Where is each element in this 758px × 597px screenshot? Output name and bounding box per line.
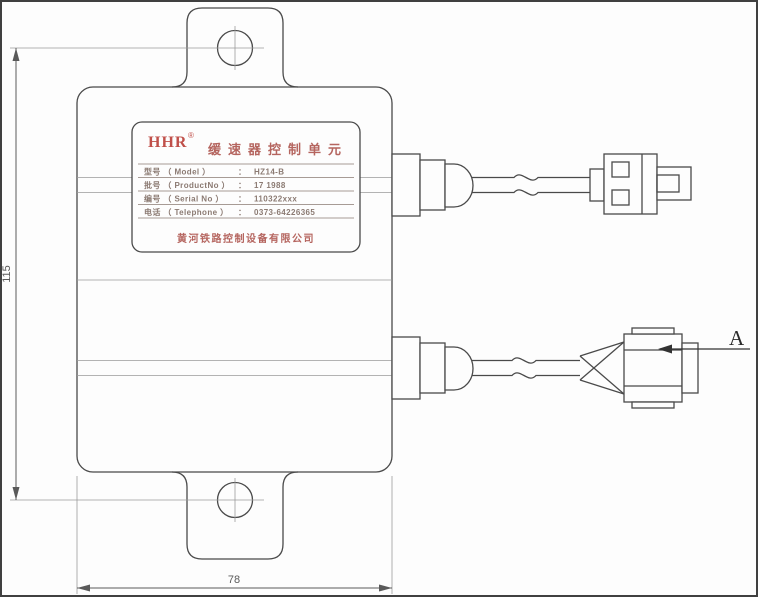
dimension-arrow-right xyxy=(379,584,392,592)
wire-bottom-upper xyxy=(472,357,580,364)
row-label: 编号 （ Serial No ） xyxy=(144,194,224,204)
dimension-width: 78 xyxy=(76,476,393,594)
cable-gland-top xyxy=(391,153,421,217)
row-value: 110322xxx xyxy=(254,195,297,204)
nameplate-row-serial: 编号 （ Serial No ） ： 110322xxx xyxy=(144,194,297,204)
mounting-tab-top xyxy=(10,7,299,88)
connector-bottom-flange-bottom xyxy=(631,401,675,409)
mounting-tab-bottom-outline xyxy=(171,471,299,560)
cable-gland-collar-bottom xyxy=(419,342,446,394)
nameplate-border xyxy=(131,121,361,253)
row-colon: ： xyxy=(238,168,246,177)
view-arrow-head xyxy=(658,344,672,354)
cable-boot-top xyxy=(444,163,474,208)
connector-top-pin-2 xyxy=(611,189,630,206)
row-label: 型号 （ Model ） xyxy=(144,167,211,177)
cable-gland-bottom xyxy=(391,336,421,400)
strain-relief-line xyxy=(579,355,625,395)
nameplate-table-lines xyxy=(138,163,354,219)
strain-relief-line xyxy=(579,341,625,357)
dimension-width-value: 78 xyxy=(228,574,240,586)
row-value: 17 1988 xyxy=(254,181,286,190)
strain-relief-line xyxy=(579,341,625,381)
connector-bottom-cap xyxy=(681,342,699,394)
cable-boot-bottom xyxy=(444,346,474,391)
connector-top-tab xyxy=(656,166,692,201)
nameplate-title: 缓速器控制单元 xyxy=(208,142,348,157)
dimension-height: 115 xyxy=(2,48,20,500)
nameplate: HHR ® 缓速器控制单元 型号 （ Model ） ： HZ14-B 批号 （… xyxy=(131,121,361,253)
row-value: HZ14-B xyxy=(254,168,284,177)
row-value: 0373-64226365 xyxy=(254,208,315,217)
view-label-a: A xyxy=(729,326,745,350)
mounting-tab-bottom xyxy=(10,471,299,560)
cable-assembly-top xyxy=(391,153,692,217)
connector-top-collar xyxy=(589,168,605,202)
nameplate-row-model: 型号 （ Model ） ： HZ14-B xyxy=(144,167,284,177)
dimension-arrow-up xyxy=(12,48,20,61)
connector-bottom-flange-top xyxy=(631,327,675,335)
nameplate-row-batch: 批号 （ ProductNo ） ： 17 1988 xyxy=(144,180,286,190)
wire-top-upper xyxy=(472,174,594,181)
mounting-tab-top-outline xyxy=(171,7,299,88)
cable-assembly-bottom xyxy=(391,327,699,409)
connector-top-tab-slot xyxy=(656,174,680,193)
company-name: 黄河铁路控制设备有限公司 xyxy=(177,232,315,245)
dimension-arrow-left xyxy=(77,584,90,592)
strain-relief-line xyxy=(579,379,625,395)
connector-bottom-body xyxy=(623,333,683,403)
row-colon: ： xyxy=(238,208,246,217)
brand-text: HHR xyxy=(148,134,187,151)
nameplate-row-telephone: 电话 （ Telephone ） ： 0373-64226365 xyxy=(144,207,315,217)
cable-gland-collar-top xyxy=(419,159,446,211)
wire-top-lower xyxy=(472,189,594,196)
view-arrow-a: A xyxy=(658,326,750,354)
row-colon: ： xyxy=(238,195,246,204)
row-colon: ： xyxy=(238,181,246,190)
wire-bottom-lower xyxy=(472,372,580,379)
dimension-arrow-down xyxy=(12,487,20,500)
connector-bottom xyxy=(623,327,699,409)
row-label: 电话 （ Telephone ） xyxy=(144,207,228,217)
row-label: 批号 （ ProductNo ） xyxy=(144,180,230,190)
connector-top xyxy=(589,153,692,215)
dimension-height-value: 115 xyxy=(2,265,13,283)
registered-mark-icon: ® xyxy=(188,131,194,140)
connector-top-pin-1 xyxy=(611,161,630,178)
strain-relief-bottom xyxy=(579,341,625,395)
